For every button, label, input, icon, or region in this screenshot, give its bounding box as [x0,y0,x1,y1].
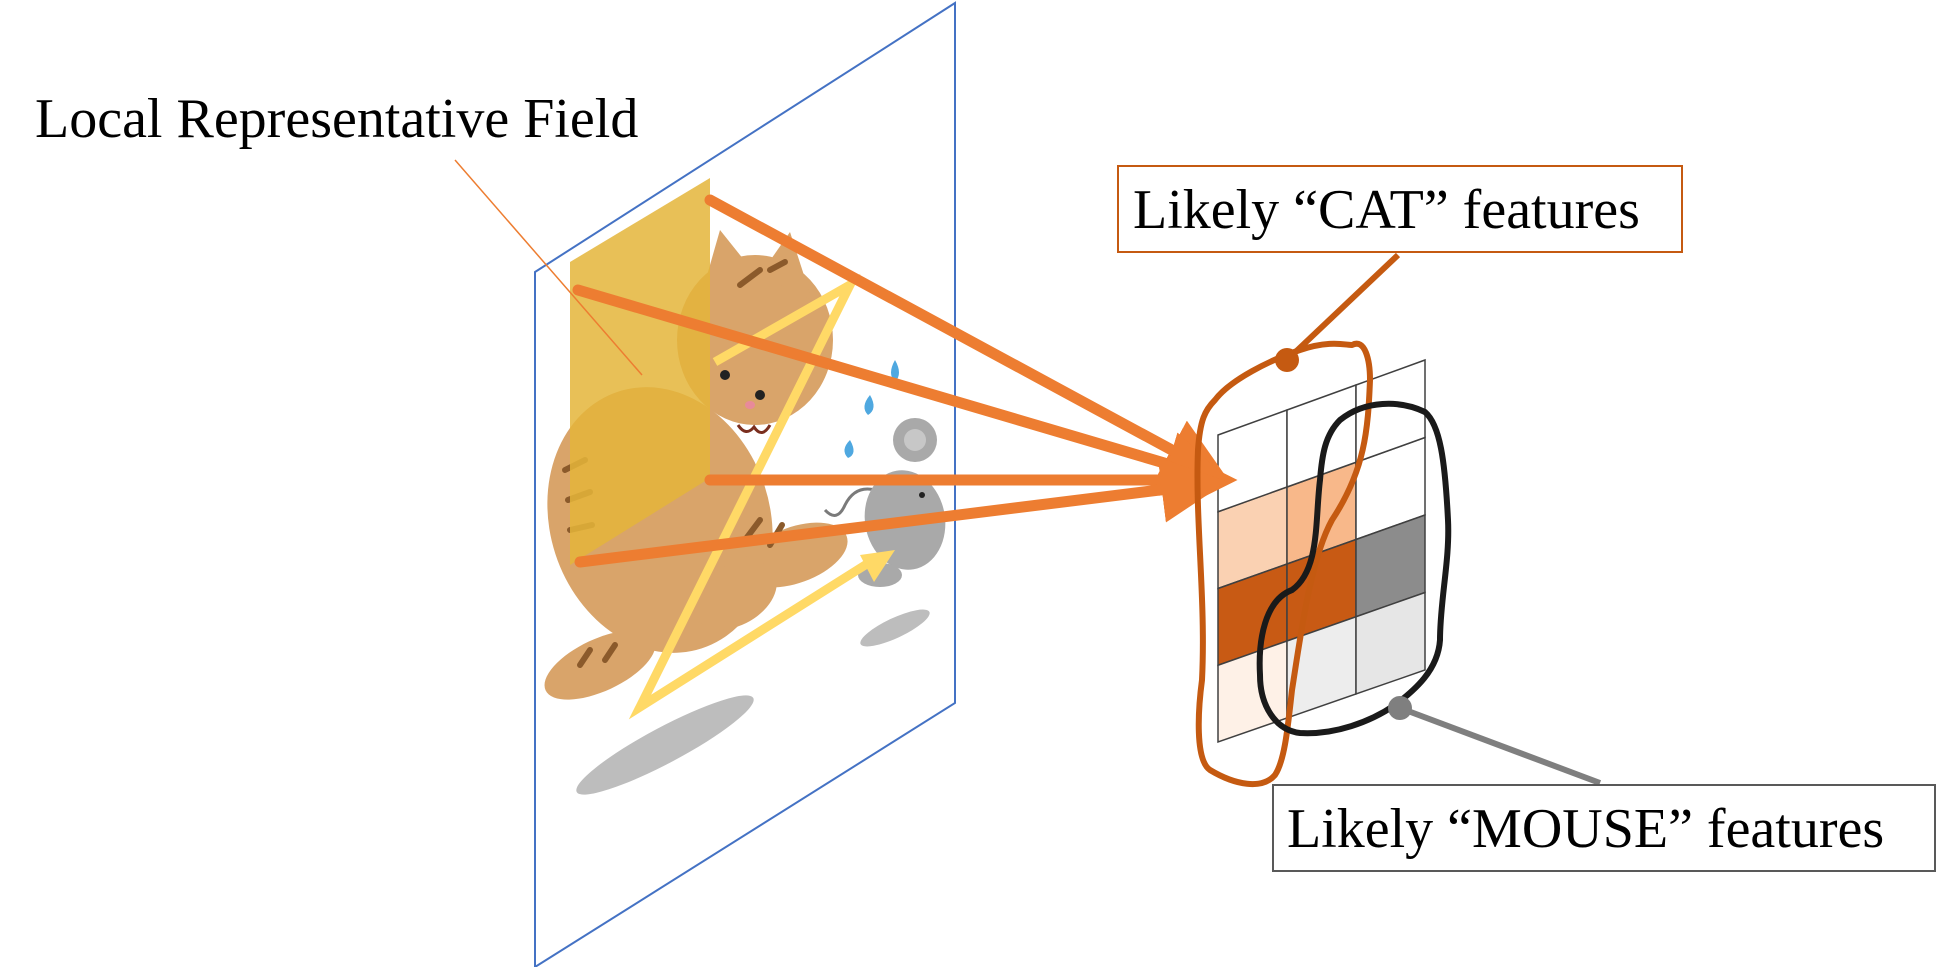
mouse-ear-inner [904,429,926,451]
mouse-region-outline [1256,400,1452,737]
cat-paw-back [693,560,777,630]
feature-cell-r1-c3 [1355,358,1426,464]
cat-label-box [1117,165,1683,253]
cat-pointer-dot [1275,348,1299,372]
cat-label: Likely “CAT” features [1133,179,1640,241]
cat-eye-right [755,390,765,400]
sweat-drop-2 [864,395,874,415]
feature-cell-r4-c3 [1355,591,1426,696]
cat-tail [544,630,656,700]
projection-arrow-top [704,194,1230,482]
projection-arrow-upper [572,284,1232,496]
sweat-drop-1 [891,360,899,382]
projection-arrow-bottom [574,456,1228,568]
cat-ear-right [760,232,812,300]
field-label: Local Representative Field [35,88,638,150]
yellow-triangle [628,273,895,720]
field-label-leader [454,159,643,376]
mouse-shadow [860,609,930,647]
mouse-pointer-line [1398,705,1602,786]
sweat-drop-3 [844,440,854,458]
mouse-eye [919,492,925,498]
projection-arrows [572,194,1238,568]
cat-mouth [736,424,772,434]
cat-shadow [576,695,754,795]
cat-eye-left [720,370,730,380]
cat-pointer-line [1284,252,1401,363]
mouse-label: Likely “MOUSE” features [1287,798,1884,860]
local-field-patch [570,178,710,565]
mouse-label-box [1272,784,1936,872]
mouse-tail [823,487,876,517]
cat-nose [745,401,755,409]
mouse-pointer-dot [1388,696,1412,720]
cat-region-outline [1194,340,1373,788]
